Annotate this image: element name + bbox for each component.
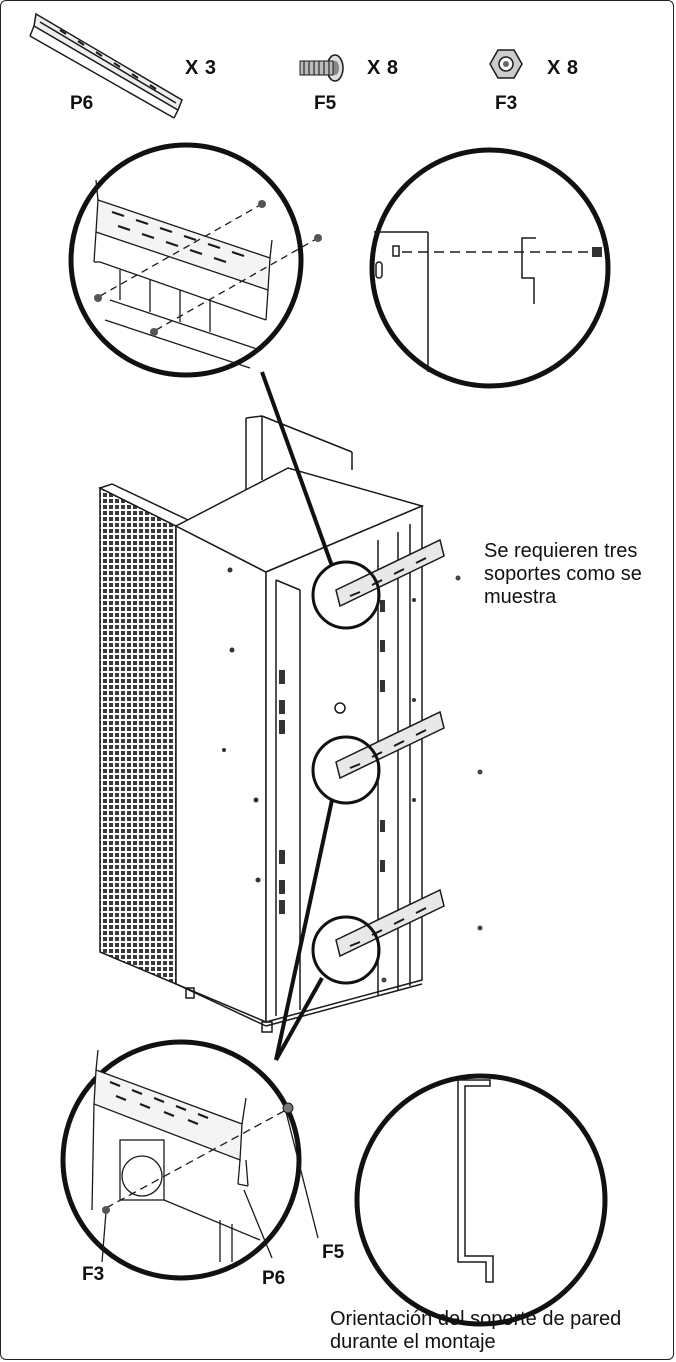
callout-f3-label: F3 <box>82 1264 105 1285</box>
loose-bolts <box>381 575 483 983</box>
callout-circles <box>311 560 381 985</box>
part-f5-label: F5 <box>314 93 337 114</box>
part-f3-label: F3 <box>495 93 518 114</box>
leader-lines <box>260 371 334 1061</box>
detail-circle-bottom-right <box>354 1073 608 1327</box>
bolt-icon <box>299 54 344 82</box>
cabinet <box>98 415 445 1033</box>
detail-circle-top-right <box>369 147 611 389</box>
orientation-note: Orientación del soporte de pared durante… <box>330 1308 622 1353</box>
nut-icon <box>489 49 523 79</box>
part-f5-quantity: X 8 <box>367 57 399 79</box>
callout-f5-label: F5 <box>322 1242 345 1263</box>
part-p6-label: P6 <box>70 93 94 114</box>
detail-circle-bottom-left <box>60 1039 319 1281</box>
bracket-icon <box>29 12 183 119</box>
detail-circle-top-left <box>68 142 322 378</box>
callout-p6-label: P6 <box>262 1268 286 1289</box>
part-f3-quantity: X 8 <box>547 57 579 79</box>
part-p6-quantity: X 3 <box>185 57 217 79</box>
brackets-required-note: Se requieren tres soportes como se muest… <box>484 540 642 608</box>
